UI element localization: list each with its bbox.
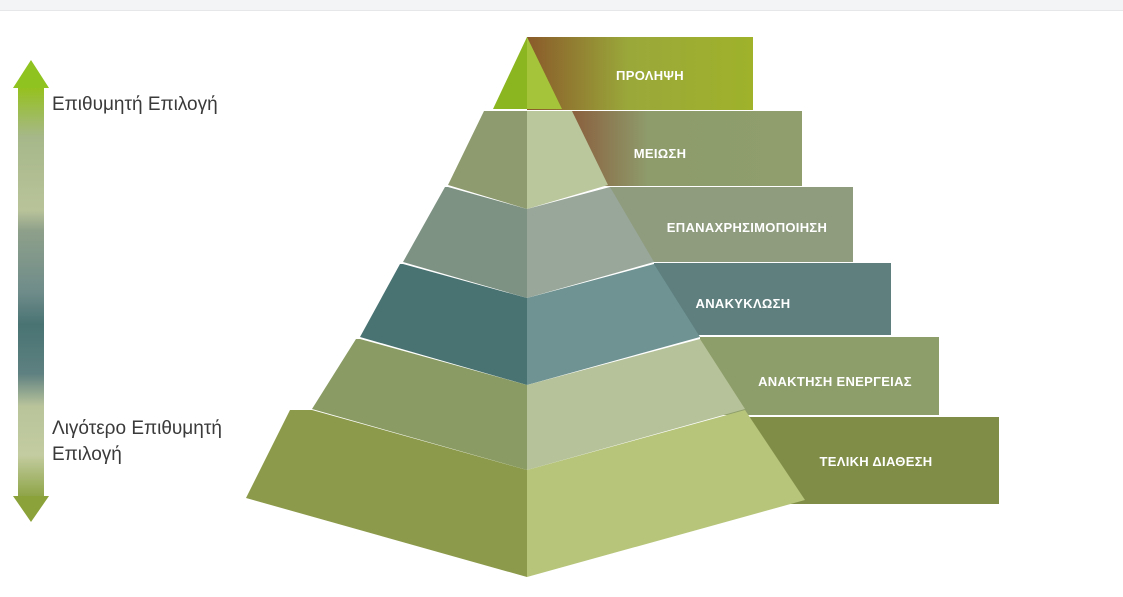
arrow-up-icon: [13, 60, 49, 88]
tier-3-right: [527, 187, 654, 298]
bar-recycling: [654, 263, 891, 335]
tier-5-left: [312, 339, 527, 470]
tier-4-left: [360, 264, 527, 385]
tier-5-right: [527, 339, 745, 470]
level-label-energy-recovery: ΑΝΑΚΤΗΣΗ ΕΝΕΡΓΕΙΑΣ: [758, 374, 912, 389]
arrow-down-icon: [13, 496, 49, 522]
least-preferred-label: Λιγότερο Επιθυμητή Επιλογή: [52, 418, 222, 465]
bar-reuse: [610, 187, 853, 262]
tier-1-right: [527, 37, 562, 109]
bar-reduction: [566, 111, 802, 186]
tier-2-right: [527, 111, 608, 209]
level-labels: ΠΡΟΛΗΨΗ ΜΕΙΩΣΗ ΕΠΑΝΑΧΡΗΣΙΜΟΠΟΙΗΣΗ ΑΝΑΚΥΚ…: [616, 68, 932, 469]
desirability-arrow: [13, 60, 49, 522]
level-label-recycling: ΑΝΑΚΥΚΛΩΣΗ: [696, 296, 791, 311]
tier-2-left: [448, 111, 527, 209]
tier-1-left: [493, 37, 527, 109]
level-label-prevention: ΠΡΟΛΗΨΗ: [616, 68, 684, 83]
tier-3-left: [403, 187, 527, 298]
tier-4-right: [527, 264, 700, 385]
level-label-final-disposal: ΤΕΛΙΚΗ ΔΙΑΘΕΣΗ: [820, 454, 933, 469]
level-label-reduction: ΜΕΙΩΣΗ: [634, 146, 687, 161]
window-top-bar: [0, 0, 1123, 11]
bar-prevention: [527, 37, 753, 110]
level-label-reuse: ΕΠΑΝΑΧΡΗΣΙΜΟΠΟΙΗΣΗ: [667, 220, 827, 235]
tier-6-left: [246, 410, 527, 577]
pyramid: [246, 37, 805, 577]
arrow-shaft: [18, 88, 44, 496]
most-preferred-label: Επιθυμητή Επιλογή: [52, 94, 218, 115]
tier-6-right: [527, 410, 805, 577]
